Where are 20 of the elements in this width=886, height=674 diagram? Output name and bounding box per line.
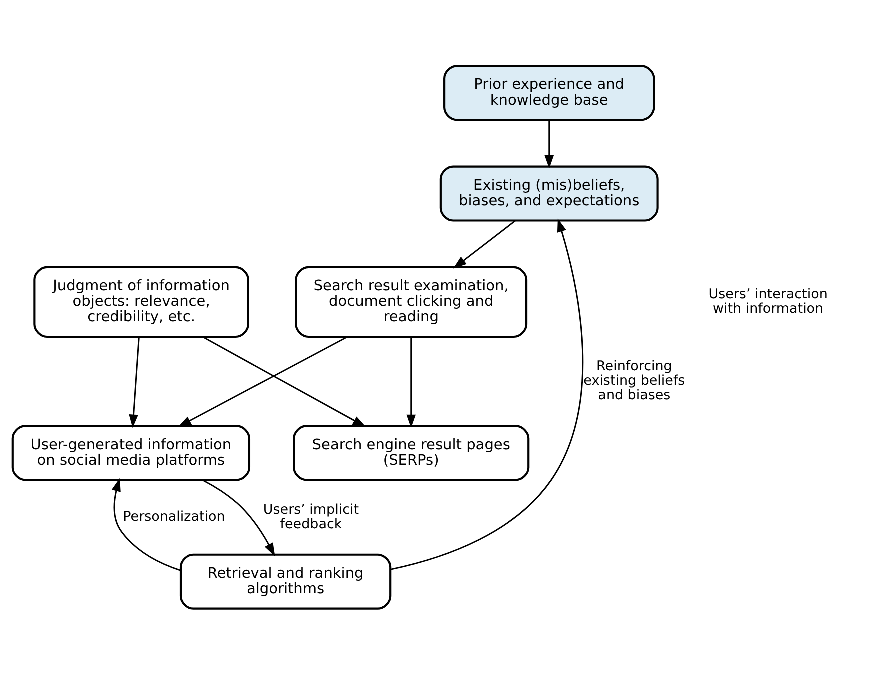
node-box: Search engine result pages (SERPs) [293, 424, 530, 481]
edge-label: Personalization [123, 508, 226, 525]
arrow [202, 336, 366, 427]
arrow [129, 336, 140, 428]
node-box: Prior experience and knowledge base [444, 64, 656, 121]
node-box: User-generated information on social media platforms [12, 424, 251, 481]
label: Users’ interaction with information [708, 286, 828, 317]
node-box: Retrieval and ranking algorithms [180, 553, 392, 610]
arrow [112, 478, 182, 571]
edge-label: Users’ implicit feedback [263, 501, 360, 532]
node-box: Search result examination, document clicking and reading [295, 266, 528, 338]
edge-label: Reinforcing existing beliefs and biases [584, 358, 686, 404]
node-box: Judgment of information objects: relevance, credibility, etc. [34, 266, 250, 338]
arrow [178, 336, 348, 427]
arrow [202, 479, 276, 556]
arrow [406, 336, 416, 428]
arrow [453, 220, 516, 268]
node-box: Existing (mis)beliefs, biases, and expectations [440, 165, 659, 222]
arrow [544, 120, 554, 168]
arrow [390, 218, 584, 570]
